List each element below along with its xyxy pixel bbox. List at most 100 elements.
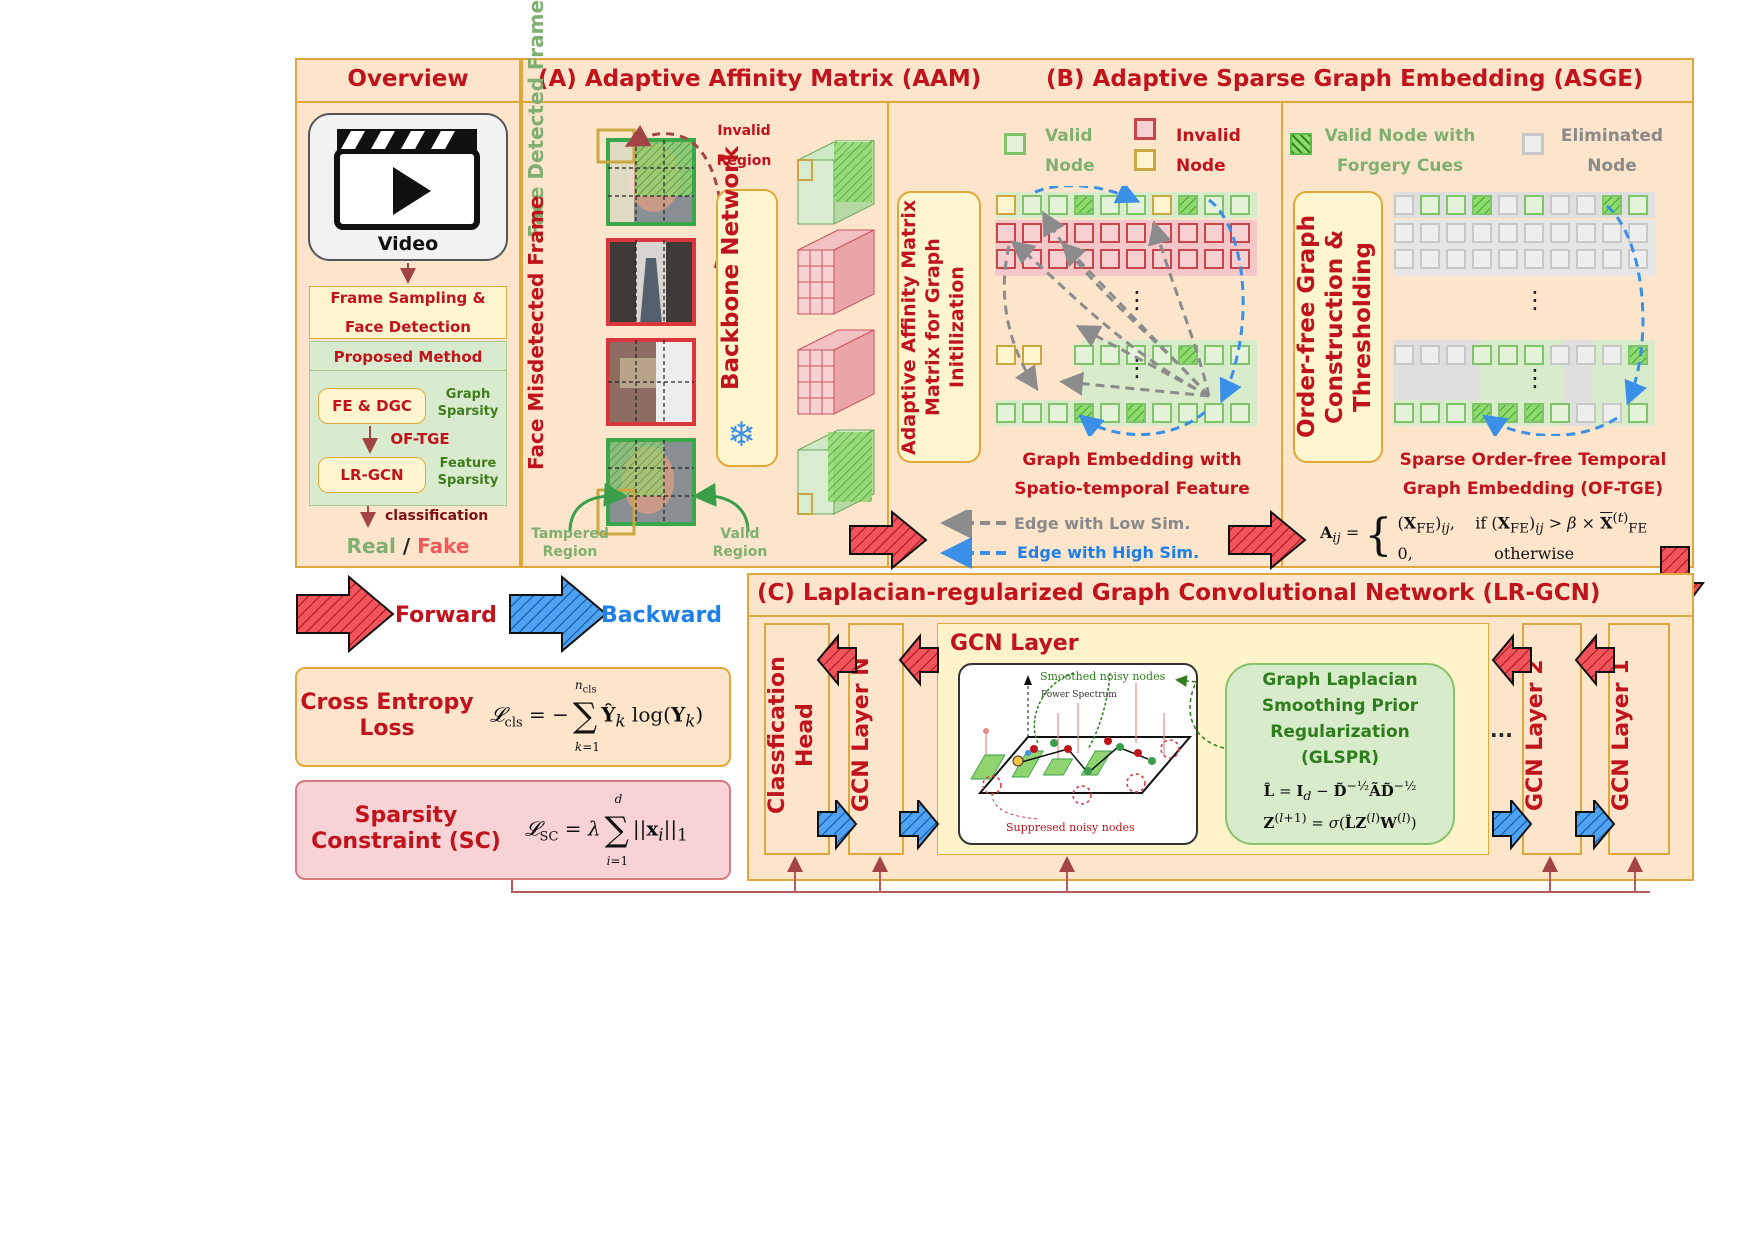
glspr-line3: Regularization [1270, 722, 1410, 742]
graph1-node [1126, 403, 1146, 423]
graph2-node [1602, 249, 1622, 269]
graph2-node [1628, 195, 1648, 215]
graph2-node [1472, 345, 1492, 365]
graph1-node [1178, 195, 1198, 215]
graph2-node [1420, 249, 1440, 269]
graph2-node [1628, 223, 1648, 243]
sparse-graph-plot: ⋮ ⋮ [1393, 192, 1655, 436]
graph2-node [1628, 345, 1648, 365]
gcn-layer-1-box [1608, 623, 1670, 855]
graph2-node [1524, 195, 1544, 215]
glspr-line1: Graph Laplacian [1262, 670, 1418, 690]
graph2-node [1472, 403, 1492, 423]
graph2-node [1602, 345, 1622, 365]
glspr-box [1225, 663, 1455, 845]
graph2-node [1576, 195, 1596, 215]
detected-frame-1 [596, 128, 696, 226]
glspr-line2: Smoothing Prior [1261, 696, 1419, 716]
graph1-node [1204, 403, 1224, 423]
lr-gcn-title-bar [747, 573, 1694, 617]
graph2-node [1472, 223, 1492, 243]
forward-arrow [898, 633, 939, 687]
order-free-box [1293, 191, 1383, 463]
graph-embedding-line2: Spatio-temporal Feature [1014, 479, 1250, 499]
backward-legend-icon [509, 575, 608, 653]
graph2-node [1420, 223, 1440, 243]
graph1-node [1178, 249, 1198, 269]
graph2-node [1602, 223, 1622, 243]
graph1-node [1126, 223, 1146, 243]
invalid-node-swatch-2 [1134, 149, 1156, 171]
graph2-node [1446, 345, 1466, 365]
face-misdetected-frame-text: Face Misdetected Frame [524, 195, 548, 470]
sparse-line2: Graph Embedding (OF-TGE) [1402, 479, 1664, 499]
valid-node-label: Valid Node [1045, 126, 1095, 176]
graph-embedding-plot: ⋮ ⋮ [995, 186, 1257, 436]
graph2-node [1498, 223, 1518, 243]
graph1-node [1048, 249, 1068, 269]
gcn-layer-label: GCN Layer [950, 631, 1079, 656]
graph1-node [1100, 195, 1120, 215]
gcn-dots-label: ... [1490, 718, 1513, 742]
of-tge-arrow [362, 426, 378, 454]
graph2-node [1394, 403, 1414, 423]
graph-embedding-line1: Graph Embedding with [1022, 450, 1242, 470]
graph2-node [1576, 223, 1596, 243]
lr-gcn-label: LR-GCN [340, 466, 404, 484]
graph1-node [1204, 345, 1224, 365]
graph1-node [1100, 345, 1120, 365]
laplacian-formula: L̂ = Id − D̃−½ÃD̃−½ [1263, 778, 1417, 803]
proposed-method-label: Proposed Method [309, 348, 507, 371]
forward-arrow-a-b [849, 510, 928, 570]
backward-arrow [817, 800, 858, 851]
graph1-node [1048, 403, 1068, 423]
graph2-node [1550, 223, 1570, 243]
backbone-network-label: Backbone Network [716, 146, 778, 390]
fake-label: Fake [417, 534, 470, 558]
eliminated-node-label: Eliminated Node [1560, 126, 1664, 176]
graph1-node [996, 345, 1016, 365]
misdetected-frame-1 [606, 238, 696, 326]
invalid-region-label: Invalid Region [716, 123, 772, 169]
graph1-node [1204, 223, 1224, 243]
graph1-node [1100, 223, 1120, 243]
graph1-node [1074, 195, 1094, 215]
graph2-node [1576, 249, 1596, 269]
graph2-node [1472, 195, 1492, 215]
graph2-node [1602, 195, 1622, 215]
graph2-node [1446, 249, 1466, 269]
affinity-threshold-formula: Aij = { (XFE)ij, if (XFE)ij > β × X(t)FE… [1320, 510, 1648, 563]
backward-arrow [1575, 800, 1616, 851]
graph1-node [996, 223, 1016, 243]
graph2-node [1446, 223, 1466, 243]
graph1-node [1048, 195, 1068, 215]
region-arrows [568, 482, 750, 533]
face-detection-label: Face Detection [345, 318, 471, 336]
classification-label: classification [385, 508, 489, 524]
spectrum-card [958, 663, 1198, 845]
graph1-node [1230, 223, 1250, 243]
graph2-node [1420, 195, 1440, 215]
graph2-node [1550, 195, 1570, 215]
graph2-node [1550, 403, 1570, 423]
invalid-node-label: Invalid Node [1176, 126, 1241, 176]
video-clapper-icon [334, 129, 480, 230]
graph-sparsity-label: Graph Sparsity [437, 387, 499, 419]
graph2-node [1394, 223, 1414, 243]
graph1-node [1152, 403, 1172, 423]
aam-init-text: Adaptive Affinity Matrix Matrix for Grap… [898, 199, 968, 455]
ab-title-bar [521, 58, 1694, 103]
valid-node-forgery-label: Valid Node with Forgery Cues [1324, 126, 1476, 176]
graph2-node [1394, 345, 1414, 365]
graph2-node [1394, 195, 1414, 215]
c-backward-arrows [817, 800, 1616, 851]
real-label: Real [346, 534, 396, 558]
lr-gcn-box [318, 457, 426, 493]
forward-legend-icon [296, 575, 395, 653]
graph1-node [1074, 223, 1094, 243]
backward-label: Backward [601, 603, 723, 628]
graph1-node [1022, 345, 1042, 365]
edge-legend-icons [940, 510, 1006, 569]
svg-text:⋮: ⋮ [1125, 286, 1149, 314]
edge-high-label: Edge with High Sim. [1017, 543, 1200, 562]
